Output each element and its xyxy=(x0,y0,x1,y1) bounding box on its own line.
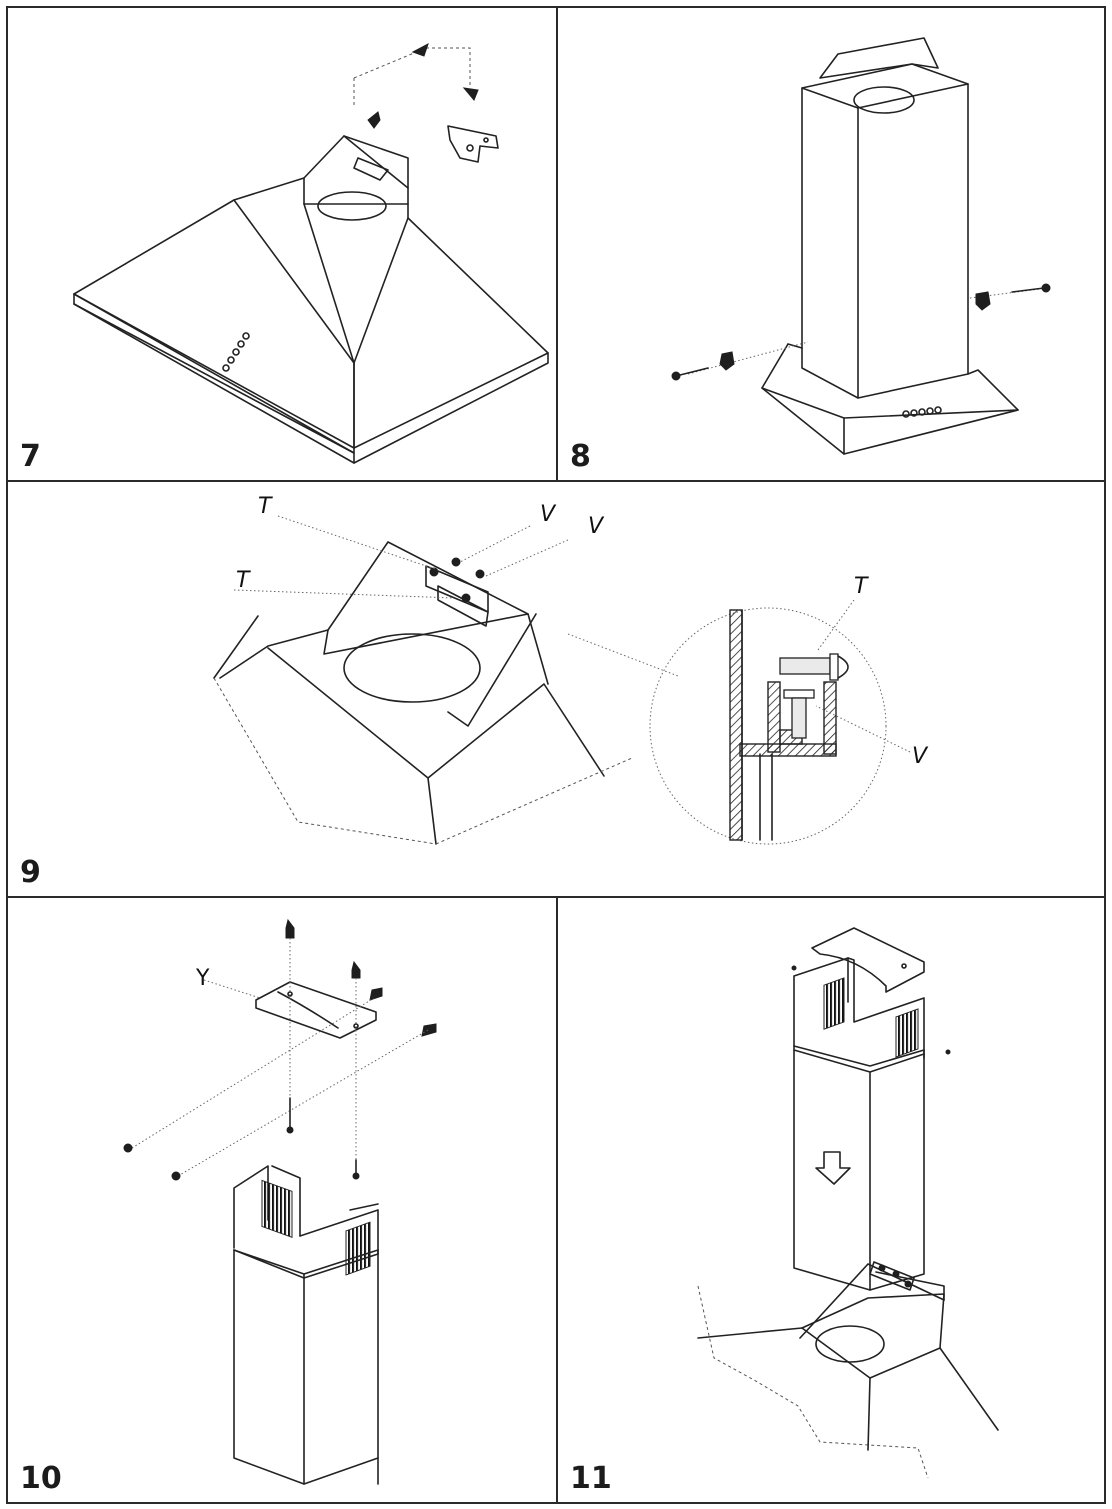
bracket-adjustment-illustration xyxy=(213,515,911,845)
chimney-plate-illustration xyxy=(123,918,437,1485)
label-y: Y xyxy=(196,966,210,991)
screw-icon xyxy=(1011,287,1045,293)
adjustment-bracket-icon xyxy=(425,557,489,627)
screw-icon xyxy=(123,1143,133,1153)
step-number: 7 xyxy=(20,439,41,474)
arrow-down-icon xyxy=(462,87,479,101)
label-v: V xyxy=(912,744,928,769)
adjustment-bracket-icon xyxy=(869,1261,915,1291)
step-11-panel: 11 xyxy=(556,896,1106,1504)
detail-section-icon xyxy=(729,609,849,841)
screw-icon xyxy=(171,1171,181,1181)
arrow-right-icon xyxy=(411,42,429,57)
hood-bracket-illustration xyxy=(73,42,549,464)
step-7-panel: 7 xyxy=(6,6,558,482)
chimney-fixing-illustration xyxy=(671,37,1051,455)
screw-icon xyxy=(675,367,709,377)
step-9-panel: T V V T T V 9 xyxy=(6,480,1106,898)
wall-plug-icon xyxy=(285,918,295,939)
label-v: V xyxy=(588,514,604,539)
label-t: T xyxy=(258,494,272,519)
control-buttons-icon xyxy=(222,332,250,372)
step-10-panel: Y 10 xyxy=(6,896,558,1504)
chimney-mounting-illustration xyxy=(697,927,999,1479)
step-number: 9 xyxy=(20,855,41,890)
step-number: 10 xyxy=(20,1461,62,1496)
step-number: 8 xyxy=(570,439,591,474)
screw-icon xyxy=(791,965,797,971)
label-t: T xyxy=(854,574,868,599)
step-8-panel: 8 xyxy=(556,6,1106,482)
clip-icon xyxy=(719,351,735,371)
wall-plug-icon xyxy=(369,987,383,1001)
clip-icon xyxy=(975,291,991,311)
screw-icon xyxy=(945,1049,951,1055)
arrow-up-icon xyxy=(367,111,381,129)
control-buttons-icon xyxy=(902,406,942,418)
label-v: V xyxy=(540,502,556,527)
mounting-bracket-icon xyxy=(447,125,499,163)
wall-plug-icon xyxy=(421,1023,437,1037)
arrow-down-icon xyxy=(815,1151,851,1185)
wall-plug-icon xyxy=(351,960,361,979)
label-t: T xyxy=(236,568,250,593)
step-number: 11 xyxy=(570,1461,612,1496)
